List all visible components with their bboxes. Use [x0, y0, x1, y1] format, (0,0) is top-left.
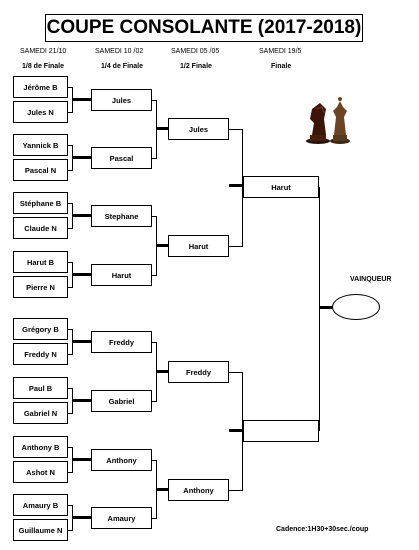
bracket-connector-line	[152, 518, 157, 519]
round-name-sf: 1/2 Finale	[180, 63, 212, 70]
chess-queen-icon	[330, 97, 350, 144]
r16-player-box: Amaury B	[13, 494, 68, 516]
final-player-box: Harut	[243, 176, 319, 198]
bracket-connector-line	[152, 401, 157, 402]
r16-player-box: Grégory B	[13, 318, 68, 340]
page-title: COUPE CONSOLANTE (2017-2018)	[45, 14, 363, 42]
bracket-connector-line	[152, 460, 157, 461]
bracket-connector-line	[72, 273, 91, 276]
chess-knight-icon	[306, 103, 330, 144]
qf-player-box: Anthony	[91, 449, 152, 471]
chess-pieces-image	[306, 97, 350, 144]
bracket-connector-line	[72, 214, 91, 217]
sf-player-box: Freddy	[168, 361, 229, 383]
bracket-connector-line	[152, 216, 157, 217]
bracket-connector-line	[156, 488, 168, 491]
r16-player-box: Pascal N	[13, 159, 68, 181]
sf-player-box: Harut	[168, 235, 229, 257]
winner-ellipse	[332, 294, 380, 320]
bracket-connector-line	[156, 244, 168, 247]
bracket-connector-line	[72, 516, 91, 519]
bracket-connector-line	[229, 490, 243, 491]
sf-player-box: Jules	[168, 118, 229, 140]
r16-player-box: Paul B	[13, 377, 68, 399]
sf-player-box: Anthony	[168, 479, 229, 501]
bracket-connector-line	[68, 354, 73, 355]
bracket-connector-line	[72, 340, 91, 343]
r16-player-box: Freddy N	[13, 343, 68, 365]
r16-player-box: Jérôme B	[13, 76, 68, 98]
bracket-connector-line	[68, 472, 73, 473]
r16-player-box: Stéphane B	[13, 192, 68, 214]
r16-player-box: Jules N	[13, 101, 68, 123]
bracket-connector-line	[156, 127, 168, 130]
round-name-final: Finale	[271, 63, 292, 70]
bracket-connector-line	[68, 170, 73, 171]
bracket-connector-line	[72, 458, 91, 461]
bracket-connector-line	[229, 429, 243, 432]
bracket-connector-line	[68, 287, 73, 288]
r16-player-box: Claude N	[13, 217, 68, 239]
bracket-connector-line	[229, 129, 243, 130]
bracket-connector-line	[68, 145, 73, 146]
qf-player-box: Freddy	[91, 331, 152, 353]
bracket-connector-line	[152, 342, 157, 343]
bracket-connector-line	[68, 388, 73, 389]
qf-player-box: Stephane	[91, 205, 152, 227]
bracket-connector-line	[68, 413, 73, 414]
r16-player-box: Yannick B	[13, 134, 68, 156]
bracket-connector-line	[319, 187, 320, 431]
bracket-connector-line	[72, 399, 91, 402]
bracket-connector-line	[68, 329, 73, 330]
r16-player-box: Guillaume N	[13, 519, 68, 541]
r16-player-box: Pierre N	[13, 276, 68, 298]
bracket-connector-line	[229, 184, 243, 187]
bracket-connector-line	[152, 158, 157, 159]
round-date-r16: SAMEDI 21/10	[20, 48, 67, 55]
bracket-connector-line	[152, 100, 157, 101]
bracket-connector-line	[242, 129, 243, 247]
r16-player-box: Harut B	[13, 251, 68, 273]
round-name-qf: 1/4 de Finale	[101, 63, 144, 70]
round-name-r16: 1/8 de Finale	[22, 63, 65, 70]
bracket-connector-line	[156, 370, 168, 373]
bracket-connector-line	[68, 203, 73, 204]
bracket-connector-line	[68, 530, 73, 531]
bracket-connector-line	[319, 306, 332, 309]
bracket-connector-line	[68, 262, 73, 263]
qf-player-box: Jules	[91, 89, 152, 111]
round-date-final: SAMEDI 19/5	[259, 48, 302, 55]
bracket-connector-line	[68, 112, 73, 113]
bracket-connector-line	[68, 87, 73, 88]
r16-player-box: Anthony B	[13, 436, 68, 458]
r16-player-box: Gabriel N	[13, 402, 68, 424]
bracket-connector-line	[68, 447, 73, 448]
bracket-connector-line	[72, 98, 91, 101]
qf-player-box: Amaury	[91, 507, 152, 529]
bracket-connector-line	[72, 156, 91, 159]
round-date-sf: SAMEDI 05 /05	[171, 48, 220, 55]
round-date-qf: SAMEDI 10 /02	[95, 48, 144, 55]
qf-player-box: Gabriel	[91, 390, 152, 412]
bracket-connector-line	[152, 275, 157, 276]
cadence-note: Cadence:1H30+30sec./coup	[276, 526, 369, 533]
qf-player-box: Pascal	[91, 147, 152, 169]
bracket-connector-line	[229, 372, 243, 373]
bracket-connector-line	[68, 505, 73, 506]
bracket-connector-line	[229, 246, 243, 247]
r16-player-box: Ashot N	[13, 461, 68, 483]
final-player-box	[243, 420, 319, 442]
winner-label: VAINQUEUR	[350, 276, 392, 283]
qf-player-box: Harut	[91, 264, 152, 286]
bracket-connector-line	[68, 228, 73, 229]
